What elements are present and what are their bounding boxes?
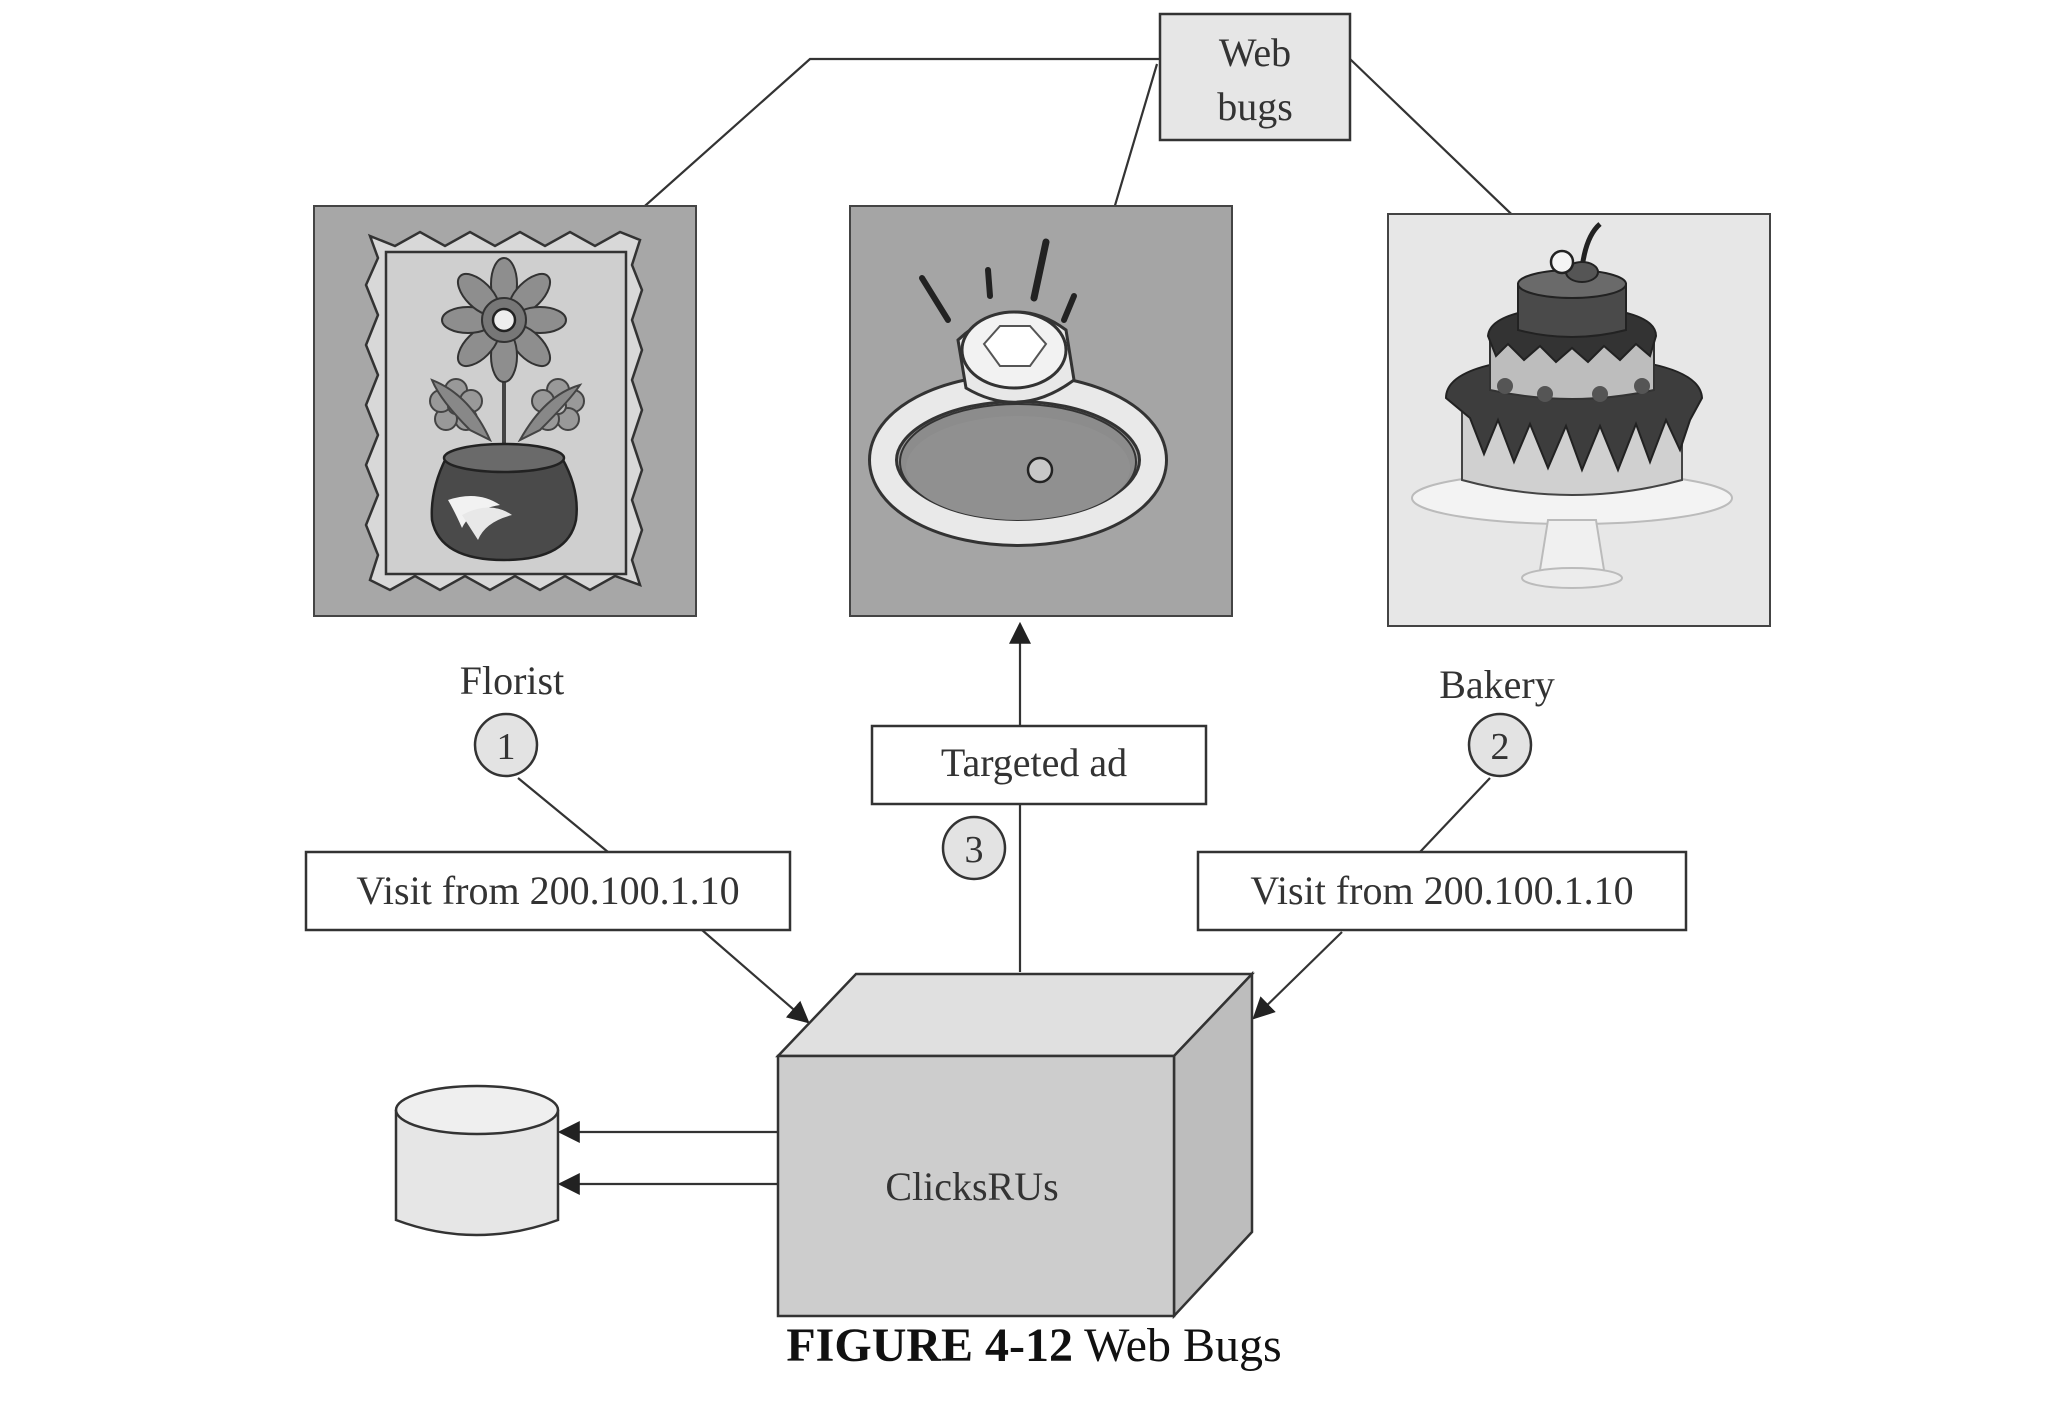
bakery-image <box>1387 213 1771 627</box>
ring-image <box>849 205 1233 617</box>
visit-connectors <box>517 777 1491 1024</box>
florist-label: Florist <box>460 658 564 703</box>
bakery-label: Bakery <box>1439 662 1555 707</box>
ring-icon <box>868 238 1168 547</box>
step-3-number: 3 <box>965 829 984 871</box>
figure-caption: FIGURE 4-12 Web Bugs <box>0 1318 2068 1373</box>
connector-visit-right-to-server <box>1252 931 1343 1020</box>
step-3-badge: 3 <box>941 815 1007 881</box>
step-1-badge: 1 <box>473 712 539 778</box>
web-bugs-label-line2: bugs <box>1217 84 1293 129</box>
step-1-number: 1 <box>497 726 516 768</box>
step-2-number: 2 <box>1491 726 1510 768</box>
web-bugs-label-line1: Web <box>1219 30 1291 75</box>
targeted-ad-label: Targeted ad <box>941 740 1127 785</box>
florist-image <box>313 205 697 617</box>
web-bug-pixel-florist <box>491 307 517 333</box>
database-icon <box>394 1084 560 1237</box>
web-bug-pixel-ring <box>1026 456 1054 484</box>
cake-icon <box>1411 222 1733 589</box>
visit-box-right: Visit from 200.100.1.10 <box>1196 850 1688 932</box>
figure-number: FIGURE 4-12 <box>786 1319 1074 1372</box>
step-2-badge: 2 <box>1467 712 1533 778</box>
targeted-ad-box: Targeted ad <box>870 724 1208 806</box>
visit-left-label: Visit from 200.100.1.10 <box>356 868 739 913</box>
clicksrus-server: ClicksRUs <box>775 970 1255 1320</box>
server-label: ClicksRUs <box>885 1164 1058 1209</box>
connector-florist-to-visit <box>517 777 609 853</box>
database-arrows <box>557 1121 778 1195</box>
connector-bakery-to-visit <box>1419 777 1491 853</box>
web-bug-pixel-bakery <box>1549 249 1575 275</box>
vase-icon <box>430 442 578 562</box>
flower-icon <box>429 257 585 470</box>
connector-visit-left-to-server <box>701 929 810 1024</box>
visit-right-label: Visit from 200.100.1.10 <box>1250 868 1633 913</box>
figure-title: Web Bugs <box>1084 1319 1282 1372</box>
web-bugs-box: Web bugs <box>1158 12 1352 142</box>
visit-box-left: Visit from 200.100.1.10 <box>304 850 792 932</box>
